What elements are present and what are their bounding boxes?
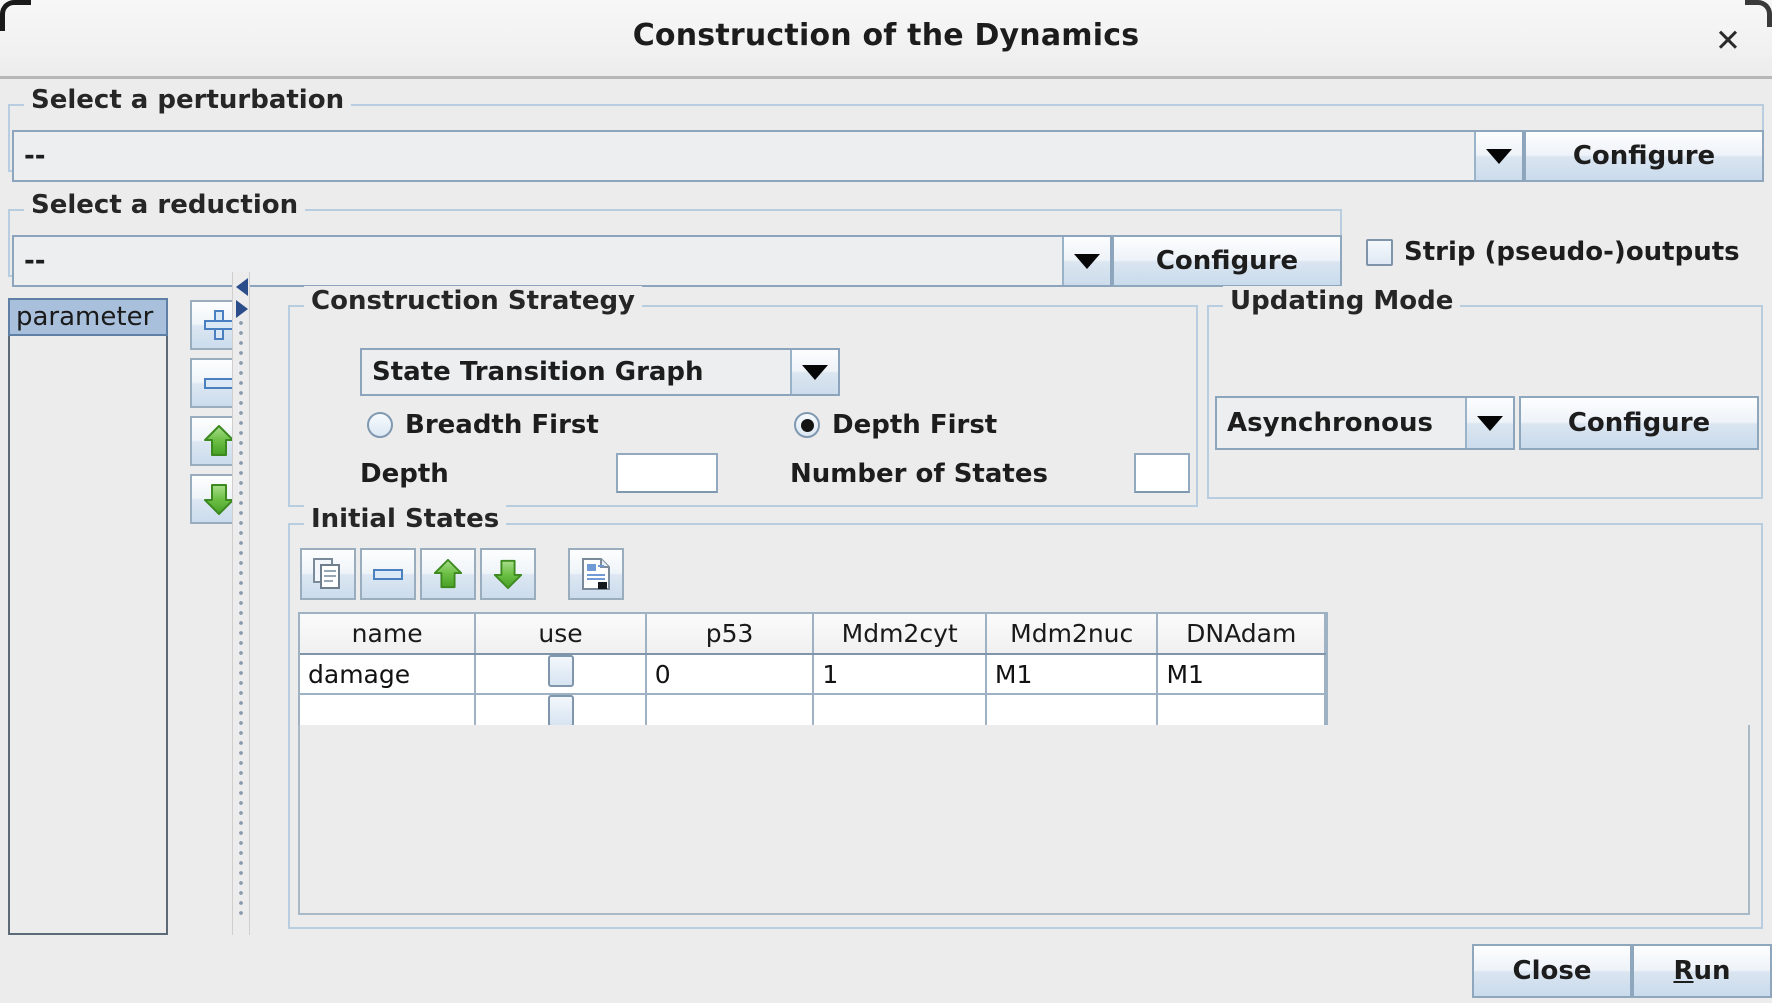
initial-states-scroll-area[interactable] (298, 725, 1750, 915)
arrow-down-icon (204, 484, 234, 515)
duplicate-state-button[interactable] (300, 548, 356, 600)
perturbation-legend: Select a perturbation (24, 85, 352, 115)
updating-mode-legend: Updating Mode (1223, 286, 1461, 316)
close-button[interactable]: Close (1472, 944, 1632, 998)
breadth-first-radio[interactable]: Breadth First (367, 410, 599, 440)
table-header-row: name use p53 Mdm2cyt Mdm2nuc DNAdam (300, 614, 1326, 655)
depth-label: Depth (360, 459, 449, 489)
reduction-configure-button[interactable]: Configure (1112, 235, 1342, 287)
construction-strategy-combo[interactable]: State Transition Graph (360, 348, 840, 396)
perturbation-combo[interactable]: -- (12, 130, 1524, 182)
cell-name[interactable]: damage (300, 654, 477, 695)
number-of-states-input[interactable] (1134, 453, 1190, 493)
chevron-down-icon[interactable] (790, 350, 838, 394)
cell-mdm2cyt[interactable]: 1 (813, 654, 987, 695)
depth-first-label: Depth First (832, 410, 998, 440)
column-header-name[interactable]: name (300, 614, 477, 655)
cell-p53[interactable]: 0 (645, 654, 815, 695)
arrow-up-icon (204, 425, 234, 456)
minus-icon (204, 377, 234, 389)
run-button-mnemonic: R (1673, 956, 1694, 986)
column-header-p53[interactable]: p53 (645, 614, 815, 655)
perturbation-configure-button[interactable]: Configure (1524, 130, 1764, 182)
perturbation-selected-value: -- (14, 132, 1474, 180)
updating-mode-combo[interactable]: Asynchronous (1215, 396, 1515, 450)
construction-strategy-legend: Construction Strategy (304, 286, 643, 316)
remove-state-button[interactable] (360, 548, 416, 600)
use-checkbox[interactable] (547, 655, 574, 687)
initial-states-table[interactable]: name use p53 Mdm2cyt Mdm2nuc DNAdam dama… (298, 612, 1328, 735)
updating-mode-selected-value: Asynchronous (1217, 398, 1465, 448)
plus-icon (204, 310, 234, 340)
arrow-up-icon (433, 558, 463, 589)
chevron-down-icon[interactable] (1474, 132, 1522, 180)
column-header-use[interactable]: use (475, 614, 647, 655)
depth-first-radio[interactable]: Depth First (794, 410, 997, 440)
strip-pseudo-outputs-checkbox[interactable]: Strip (pseudo-)outputs (1366, 234, 1740, 270)
reduction-combo[interactable]: -- (12, 235, 1112, 287)
cell-dnadam[interactable]: M1 (1157, 654, 1326, 695)
column-header-mdm2cyt[interactable]: Mdm2cyt (813, 614, 987, 655)
chevron-down-icon[interactable] (1465, 398, 1513, 448)
close-icon[interactable]: ✕ (1715, 22, 1741, 59)
dialog-title: Construction of the Dynamics (632, 18, 1140, 53)
depth-input[interactable] (616, 453, 718, 493)
checkbox-box[interactable] (1366, 238, 1393, 266)
move-state-up-button[interactable] (420, 548, 476, 600)
column-header-dnadam[interactable]: DNAdam (1157, 614, 1326, 655)
collapse-left-icon[interactable] (236, 278, 248, 296)
edit-state-document-button[interactable] (568, 548, 624, 600)
construction-strategy-selected-value: State Transition Graph (362, 350, 790, 394)
initial-states-legend: Initial States (304, 504, 507, 534)
radio-circle[interactable] (367, 412, 393, 438)
dialog-title-bar: Construction of the Dynamics ✕ (0, 0, 1772, 79)
breadth-first-label: Breadth First (405, 410, 599, 440)
table-row[interactable]: damage 0 1 M1 M1 (300, 654, 1326, 695)
move-state-down-button[interactable] (480, 548, 536, 600)
use-checkbox[interactable] (547, 695, 574, 727)
strip-pseudo-outputs-label: Strip (pseudo-)outputs (1404, 237, 1740, 267)
radio-circle[interactable] (794, 412, 820, 438)
chevron-down-icon[interactable] (1062, 237, 1110, 285)
collapse-right-icon[interactable] (236, 300, 248, 318)
reduction-legend: Select a reduction (24, 190, 306, 220)
cell-mdm2nuc[interactable]: M1 (985, 654, 1159, 695)
reduction-group: Select a reduction (8, 190, 1342, 277)
document-text-icon (582, 558, 610, 590)
copy-icon (313, 558, 340, 589)
cell-use[interactable] (475, 654, 647, 695)
run-button-rest: un (1693, 956, 1731, 986)
construction-strategy-group: Construction Strategy (288, 286, 1198, 507)
split-pane-divider[interactable] (232, 272, 250, 935)
arrow-down-icon (493, 559, 523, 590)
column-header-mdm2nuc[interactable]: Mdm2nuc (985, 614, 1159, 655)
parameter-list-header[interactable]: parameter (8, 298, 168, 336)
minus-icon (373, 568, 403, 580)
number-of-states-label: Number of States (790, 459, 1048, 489)
updating-mode-group: Updating Mode (1207, 286, 1763, 499)
updating-mode-configure-button[interactable]: Configure (1519, 396, 1759, 450)
initial-states-group: Initial States (288, 504, 1763, 929)
parameter-list-panel[interactable]: parameter (8, 298, 168, 935)
reduction-selected-value: -- (14, 237, 1062, 285)
divider-grip (238, 320, 246, 920)
